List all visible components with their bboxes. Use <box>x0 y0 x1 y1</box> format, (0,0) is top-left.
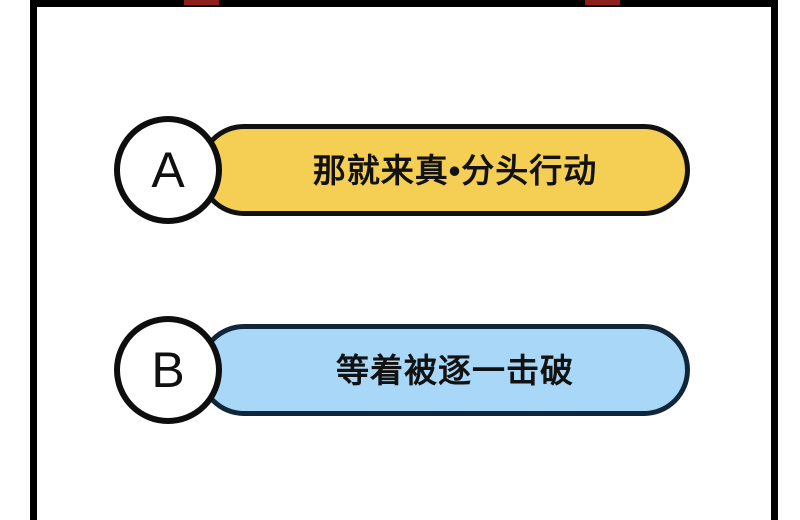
comic-panel-frame <box>30 0 778 520</box>
choice-a-label: 那就来真•分头行动 <box>312 151 598 189</box>
choice-a-key: A <box>151 142 185 198</box>
choice-b-key: B <box>151 342 185 398</box>
choice-b-badge[interactable]: B <box>114 316 222 424</box>
choice-a-badge[interactable]: A <box>114 116 222 224</box>
top-right-red-mark <box>585 0 620 5</box>
choice-b-label: 等着被逐一击破 <box>336 351 574 389</box>
choice-option-b[interactable]: 等着被逐一击破 B <box>0 314 800 426</box>
choice-a-pill[interactable]: 那就来真•分头行动 <box>198 124 690 216</box>
choice-b-pill[interactable]: 等着被逐一击破 <box>198 324 690 416</box>
choice-option-a[interactable]: 那就来真•分头行动 A <box>0 114 800 226</box>
top-left-red-mark <box>184 0 219 5</box>
